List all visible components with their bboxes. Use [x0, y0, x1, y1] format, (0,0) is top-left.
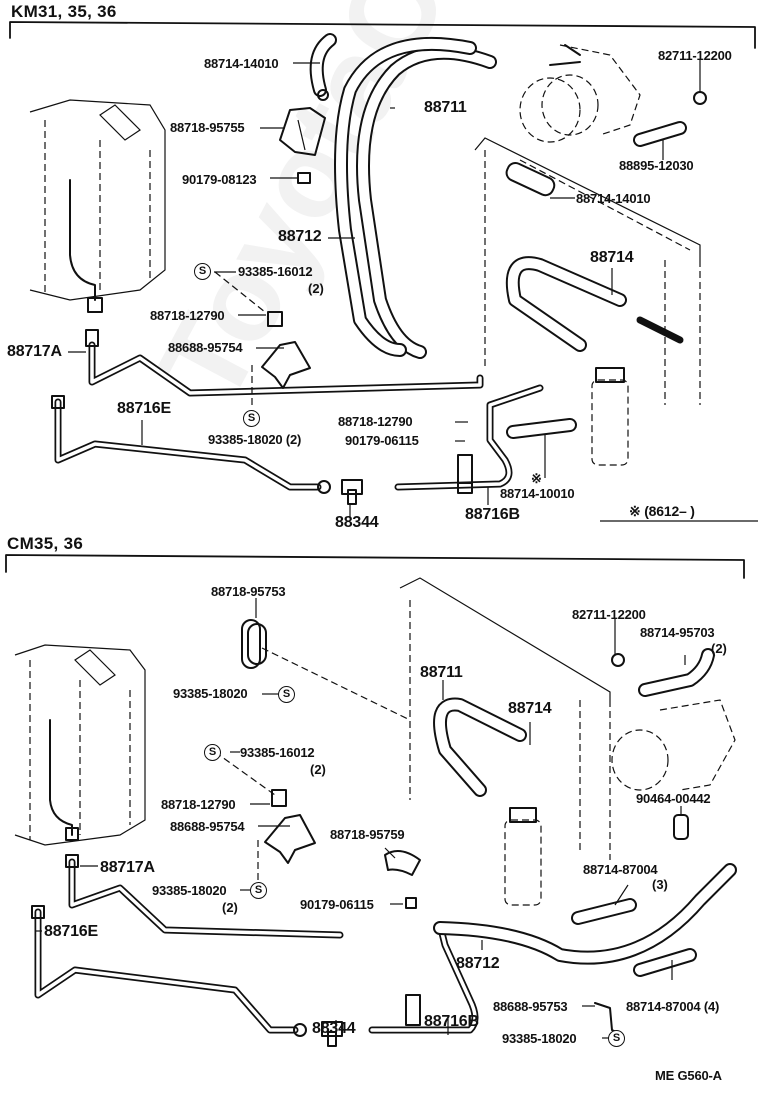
part-label[interactable]: 88714-14010	[204, 56, 279, 71]
part-label[interactable]: 88717A	[7, 343, 62, 360]
quantity-label: (2)	[711, 641, 727, 656]
footnote-date-range: ※ (8612– )	[629, 503, 695, 519]
part-label[interactable]: 88714-95703	[640, 625, 715, 640]
part-label[interactable]: 88716B	[465, 506, 520, 523]
hose-88711	[356, 45, 497, 359]
leaders-1	[68, 60, 758, 522]
section-2-frame	[5, 554, 745, 579]
part-label[interactable]: 88717A	[100, 859, 155, 876]
hose-88714-10010	[506, 418, 577, 439]
clamp-88718-95755	[279, 107, 326, 156]
hose-88714-95703	[638, 648, 715, 697]
part-label[interactable]: 88712	[278, 228, 322, 245]
s-symbol: S	[608, 1030, 625, 1047]
pipe-88716b-1	[394, 384, 544, 494]
part-label[interactable]: 88688-95754	[170, 819, 245, 834]
part-label[interactable]: 82711-12200	[572, 607, 646, 622]
part-label[interactable]: 88716E	[117, 400, 171, 417]
pipe-88717a-2	[65, 854, 344, 939]
part-label[interactable]: 88712	[456, 955, 500, 972]
part-label[interactable]: 93385-18020	[173, 686, 248, 701]
nut-90179-08123	[297, 172, 311, 184]
bracket-88688-95754-2	[264, 789, 316, 864]
part-label[interactable]: 82711-12200	[658, 48, 732, 63]
receiver-drier-2	[504, 807, 542, 906]
hose-88714-1	[505, 256, 684, 352]
part-label[interactable]: 88718-95755	[170, 120, 245, 135]
hose-88895-12030	[633, 121, 687, 147]
part-label[interactable]: 93385-18020 (2)	[208, 432, 302, 447]
valve-88344-1	[341, 479, 363, 505]
part-label[interactable]: 90179-08123	[182, 172, 257, 187]
part-label[interactable]: 90464-00442	[636, 791, 711, 806]
clamp-88718-95753	[241, 619, 267, 669]
hose-88714-87004-a	[571, 898, 637, 925]
clamp-82711-12200-2	[611, 653, 625, 667]
part-label[interactable]: 93385-16012	[238, 264, 313, 279]
part-label[interactable]: 93385-18020	[152, 883, 227, 898]
clamp-88718-95759	[384, 850, 421, 876]
part-label[interactable]: 88344	[335, 514, 379, 531]
part-label[interactable]: 88714	[508, 700, 552, 717]
part-label[interactable]: 88718-12790	[161, 797, 236, 812]
part-label[interactable]: 90179-06115	[300, 897, 374, 912]
pipe-88716b-2	[368, 921, 479, 1034]
s-symbol: S	[243, 410, 260, 427]
hose-88712	[334, 36, 477, 357]
part-label[interactable]: 88714-87004 (4)	[626, 999, 720, 1014]
evaporator-unit-2	[14, 644, 146, 846]
pipe-88716e-2	[31, 905, 307, 1037]
pipe-88717a	[85, 329, 484, 397]
clamp-82711-12200-1	[693, 91, 707, 105]
part-label[interactable]: 88688-95753	[493, 999, 568, 1014]
part-label[interactable]: 88714-10010	[500, 486, 575, 501]
hose-88714-2	[433, 697, 527, 797]
clip-90464-00442	[673, 814, 689, 840]
part-label[interactable]: 88714-14010	[576, 191, 651, 206]
s-symbol: S	[194, 263, 211, 280]
hose-88714-14010-a	[309, 33, 337, 101]
figure-reference: ME G560-A	[655, 1068, 722, 1083]
condenser-2	[399, 577, 611, 860]
quantity-label: (2)	[310, 762, 326, 777]
section-title-km31: KM31, 35, 36	[11, 2, 117, 21]
part-label[interactable]: 88711	[424, 99, 467, 116]
compressor-1	[519, 44, 641, 143]
nut-90179-06115-2	[405, 897, 417, 909]
quantity-label: (3)	[652, 877, 668, 892]
part-label[interactable]: 88718-95753	[211, 584, 286, 599]
pipe-88716e	[51, 395, 331, 494]
part-label[interactable]: 88711	[420, 664, 463, 681]
s-symbol: S	[278, 686, 295, 703]
hose-88712-2	[433, 863, 737, 965]
part-label[interactable]: 88718-95759	[330, 827, 405, 842]
part-label[interactable]: 88718-12790	[338, 414, 413, 429]
part-label[interactable]: 88895-12030	[619, 158, 694, 173]
part-label[interactable]: 88714	[590, 249, 634, 266]
bracket-88688-95754-1	[261, 311, 311, 389]
leaders-2	[36, 598, 686, 1046]
part-label[interactable]: 88718-12790	[150, 308, 225, 323]
receiver-drier-1	[591, 367, 629, 466]
quantity-label: (2)	[308, 281, 324, 296]
part-label[interactable]: 93385-16012	[240, 745, 315, 760]
compressor-2	[611, 699, 736, 791]
part-label[interactable]: 90179-06115	[345, 433, 419, 448]
part-label[interactable]: 93385-18020	[502, 1031, 577, 1046]
section-1-frame	[9, 21, 756, 49]
s-symbol: S	[250, 882, 267, 899]
section-title-cm35: CM35, 36	[7, 534, 84, 553]
condenser-1	[474, 137, 701, 405]
part-label[interactable]: 88716E	[44, 923, 98, 940]
part-label[interactable]: 88344	[312, 1020, 356, 1037]
hose-88714-87004-b	[633, 948, 697, 977]
part-label[interactable]: 88714-87004	[583, 862, 658, 877]
quantity-label: (2)	[222, 900, 238, 915]
s-symbol: S	[204, 744, 221, 761]
evaporator-unit-1	[29, 99, 166, 313]
footnote-mark: ※	[531, 471, 542, 486]
part-label[interactable]: 88716B	[424, 1013, 479, 1030]
part-label[interactable]: 88688-95754	[168, 340, 243, 355]
